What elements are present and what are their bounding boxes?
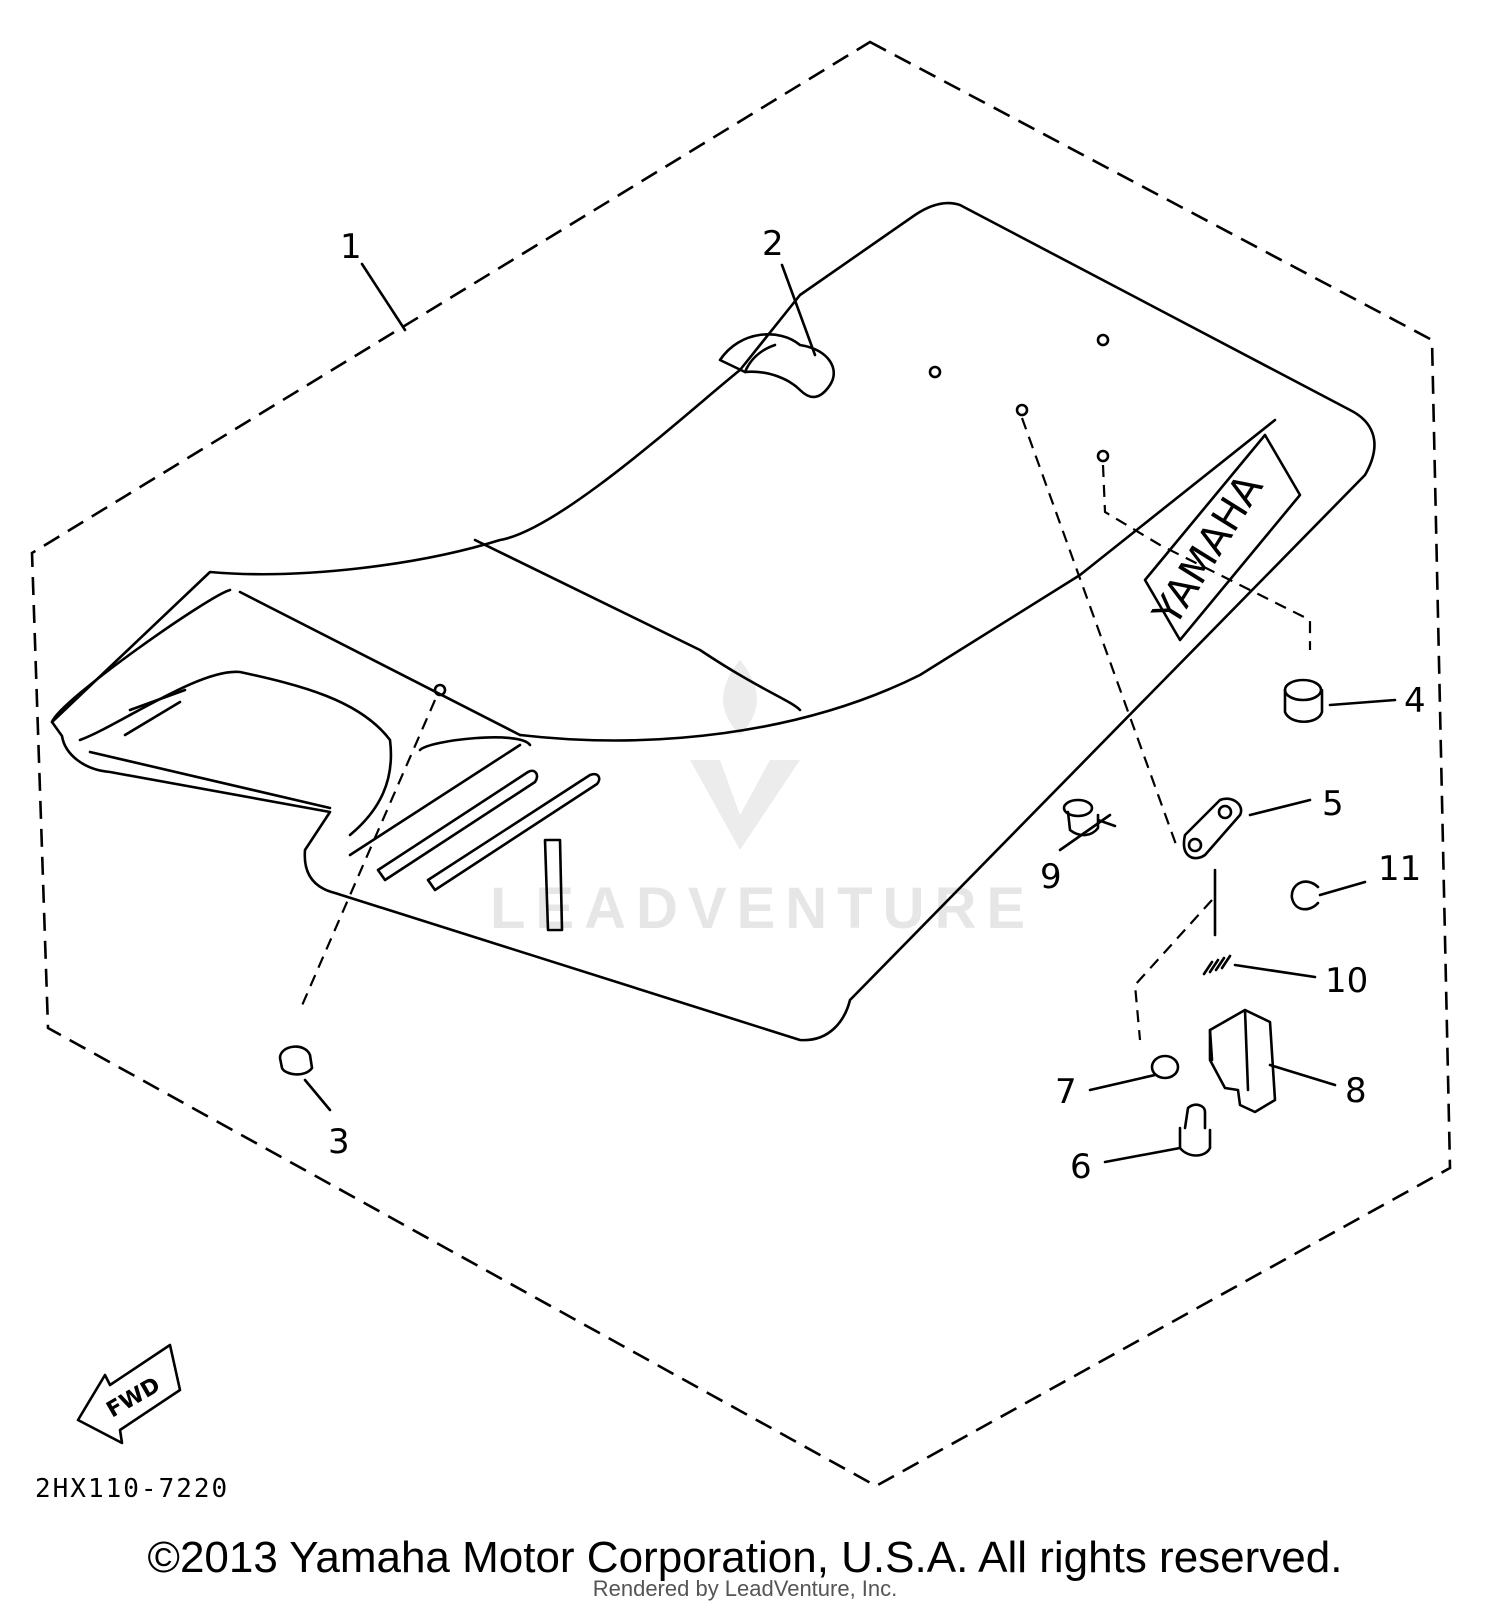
forward-arrow: FWD [76, 1343, 182, 1445]
watermark-text: LEADVENTURE [490, 876, 1035, 941]
callout-6: 6 [1070, 1147, 1092, 1187]
callout-3: 3 [328, 1122, 350, 1162]
callout-9: 9 [1040, 857, 1062, 897]
callout-labels: 1 2 3 4 5 6 7 8 9 10 11 [328, 224, 1426, 1187]
callout-8: 8 [1345, 1071, 1367, 1111]
part-5-hook [1182, 797, 1243, 860]
leader-lines [303, 262, 1397, 1164]
callout-11: 11 [1378, 849, 1421, 889]
assembly-lines [298, 417, 1312, 1041]
part-10-spring [1202, 954, 1232, 976]
part-8-latch [1208, 1008, 1277, 1114]
callout-7: 7 [1055, 1072, 1077, 1112]
assembly-boundary [30, 40, 1452, 1488]
part-6-bolt [1178, 1103, 1212, 1157]
callout-1: 1 [340, 227, 362, 267]
callout-10: 10 [1325, 961, 1368, 1001]
part-7-washer [1150, 1054, 1180, 1080]
callout-5: 5 [1322, 784, 1344, 824]
part-3-grommet [278, 1045, 314, 1076]
rendered-by-text: Rendered by LeadVenture, Inc. [593, 1576, 898, 1601]
copyright-text: ©2013 Yamaha Motor Corporation, U.S.A. A… [148, 1533, 1343, 1582]
part-11-clip [1290, 880, 1320, 911]
callout-2: 2 [762, 224, 784, 264]
callout-4: 4 [1404, 681, 1426, 721]
leadventure-watermark: LEADVENTURE [490, 660, 1035, 941]
diagram-code: 2HX110-7220 [35, 1474, 229, 1504]
fwd-label: FWD [103, 1373, 165, 1423]
part-4-damper [1283, 678, 1324, 724]
